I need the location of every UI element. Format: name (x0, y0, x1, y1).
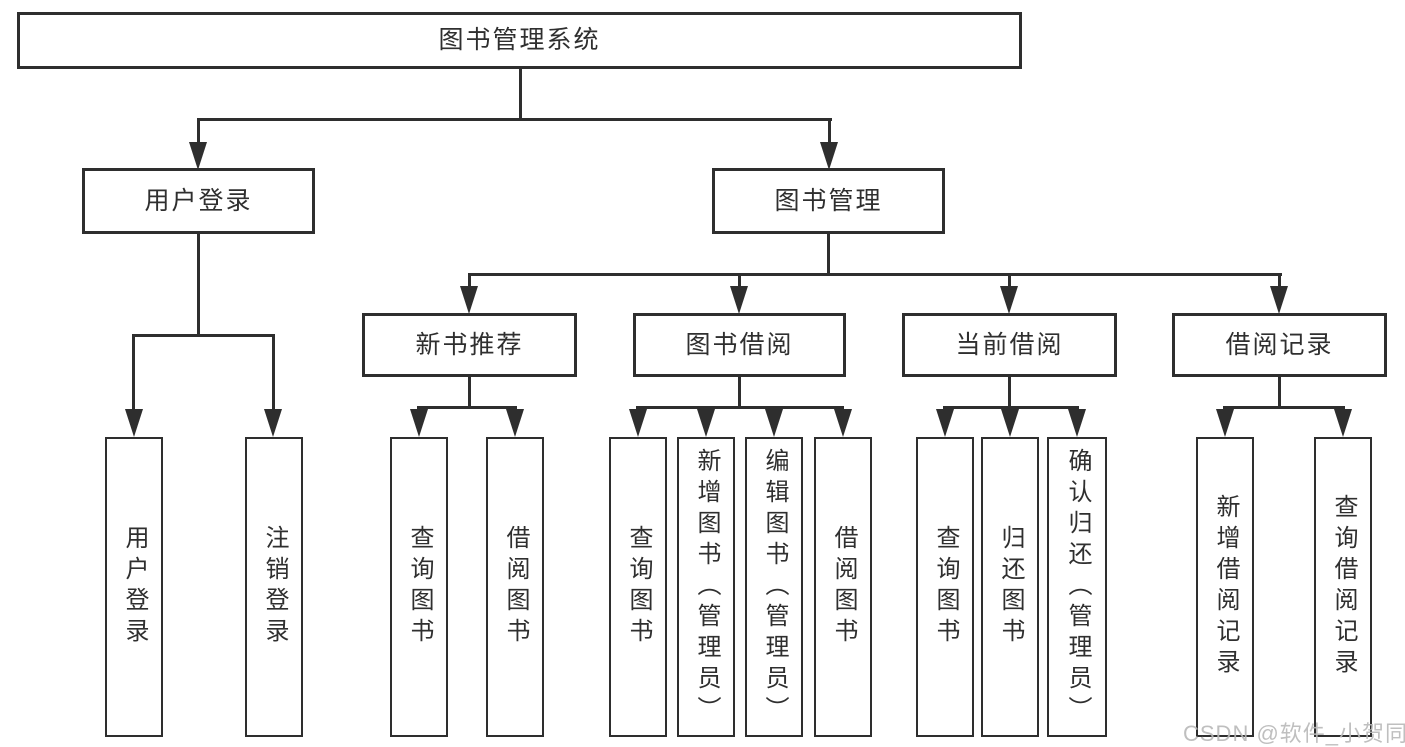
leaf-borrowing-query-books-label: 查询图书 (625, 525, 652, 649)
leaf-current-return-books-label: 归还图书 (997, 525, 1024, 649)
arrowhead-bookborrow (730, 286, 748, 314)
leaf-newbook-query-books-label: 查询图书 (406, 525, 433, 649)
leaf-records-add-record-label: 新增借阅记录 (1212, 494, 1239, 680)
arrowhead-nb-query (410, 409, 428, 437)
leaf-borrowing-edit-books-label: 编辑图书（管理员） (761, 447, 788, 727)
connector-newbook-bus (417, 406, 517, 409)
leaf-records-query-record-label: 查询借阅记录 (1330, 494, 1357, 680)
arrowhead-br-query (1334, 409, 1352, 437)
connector-leaf-logout-shaft (272, 337, 275, 412)
arrowhead-cb-return (1001, 409, 1019, 437)
connector-level2-bus (197, 118, 832, 121)
arrowhead-leaf-login (125, 409, 143, 437)
arrowhead-records (1270, 286, 1288, 314)
arrowhead-currentborrow (1000, 286, 1018, 314)
csdn-watermark: CSDN @软件_小贺同学 (1183, 721, 1405, 746)
arrowhead-bb-query (629, 409, 647, 437)
connector-bookborrow-bus (636, 406, 844, 409)
node-book-borrowing: 图书借阅 (633, 313, 846, 377)
arrowhead-bb-borrow (834, 409, 852, 437)
connector-user-login-shaft (197, 121, 200, 145)
node-user-login-label: 用户登录 (144, 186, 253, 215)
node-book-management-label: 图书管理 (774, 186, 883, 215)
connector-bookborrow-shaft (738, 276, 741, 288)
leaf-user-login-label: 用户登录 (121, 525, 148, 649)
arrowhead-leaf-logout (264, 409, 282, 437)
leaf-user-login: 用户登录 (105, 437, 163, 737)
node-borrowing-records: 借阅记录 (1172, 313, 1387, 377)
connector-currentborrow-bus (943, 406, 1079, 409)
leaf-current-query-books: 查询图书 (916, 437, 974, 737)
leaf-current-query-books-label: 查询图书 (932, 525, 959, 649)
connector-book-mgmt-shaft (828, 121, 831, 145)
leaf-current-confirm-return-label: 确认归还（管理员） (1064, 447, 1091, 727)
arrowhead-bb-edit (765, 409, 783, 437)
arrowhead-cb-query (936, 409, 954, 437)
leaf-borrowing-borrow-books: 借阅图书 (814, 437, 872, 737)
leaf-borrowing-borrow-books-label: 借阅图书 (830, 525, 857, 649)
connector-records-stem (1278, 377, 1281, 408)
arrowhead-nb-borrow (506, 409, 524, 437)
node-root-label: 图书管理系统 (438, 26, 601, 54)
leaf-current-confirm-return: 确认归还（管理员） (1047, 437, 1107, 737)
leaf-records-add-record: 新增借阅记录 (1196, 437, 1254, 737)
connector-records-bus (1223, 406, 1345, 409)
connector-currentborrow-shaft (1008, 276, 1011, 288)
connector-root-stem (519, 68, 522, 121)
arrowhead-newbook (460, 286, 478, 314)
node-new-book-recommend-label: 新书推荐 (415, 330, 524, 359)
connector-newbook-stem (468, 377, 471, 408)
arrowhead-user-login (189, 142, 207, 170)
leaf-current-return-books: 归还图书 (981, 437, 1039, 737)
leaf-newbook-borrow-books-label: 借阅图书 (502, 525, 529, 649)
node-book-management: 图书管理 (712, 168, 945, 234)
connector-leaf-login-shaft (132, 337, 135, 412)
node-book-borrowing-label: 图书借阅 (685, 330, 794, 359)
connector-user-login-stem (197, 234, 200, 337)
arrowhead-br-add (1216, 409, 1234, 437)
leaf-records-query-record: 查询借阅记录 (1314, 437, 1372, 737)
leaf-borrowing-add-books-label: 新增图书（管理员） (693, 447, 720, 727)
leaf-borrowing-add-books: 新增图书（管理员） (677, 437, 735, 737)
node-user-login: 用户登录 (82, 168, 315, 234)
connector-currentborrow-stem (1008, 377, 1011, 408)
node-current-borrowing-label: 当前借阅 (955, 330, 1064, 359)
connector-book-mgmt-stem (827, 234, 830, 276)
leaf-borrowing-edit-books: 编辑图书（管理员） (745, 437, 803, 737)
arrowhead-book-mgmt (820, 142, 838, 170)
leaf-newbook-query-books: 查询图书 (390, 437, 448, 737)
arrowhead-cb-confirm (1068, 409, 1086, 437)
node-borrowing-records-label: 借阅记录 (1225, 330, 1334, 359)
connector-records-shaft (1278, 276, 1281, 288)
connector-newbook-shaft (468, 276, 471, 288)
leaf-logout: 注销登录 (245, 437, 303, 737)
node-new-book-recommend: 新书推荐 (362, 313, 577, 377)
connector-login-bus (132, 334, 275, 337)
connector-bookborrow-stem (738, 377, 741, 408)
node-root: 图书管理系统 (17, 12, 1022, 69)
arrowhead-bb-add (697, 409, 715, 437)
leaf-borrowing-query-books: 查询图书 (609, 437, 667, 737)
node-current-borrowing: 当前借阅 (902, 313, 1117, 377)
leaf-logout-label: 注销登录 (261, 525, 288, 649)
leaf-newbook-borrow-books: 借阅图书 (486, 437, 544, 737)
connector-level3-bus (468, 273, 1282, 276)
